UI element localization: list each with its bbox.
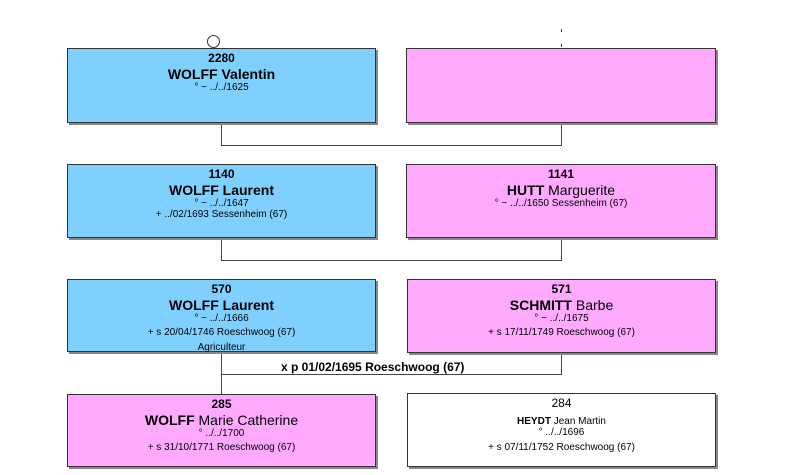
person-box-571[interactable]: 571 SCHMITT Barbe ° ~ ../../1675 + s 17/…: [407, 279, 716, 353]
sosa-number: 284: [551, 396, 572, 410]
connector-line: [561, 353, 562, 374]
death-line: + s 07/11/1752 Roeschwoog (67): [488, 441, 635, 453]
marriage-label: x p 01/02/1695 Roeschwoog (67): [281, 360, 465, 374]
sosa-number: 2280: [208, 51, 235, 65]
birth-line: ° ~ ../../1666: [194, 312, 249, 324]
connector-line: [221, 122, 222, 145]
birth-line: ° ~ ../../1647: [194, 197, 249, 209]
birth-line: ° ~ ../../1625: [194, 81, 249, 93]
person-name: WOLFF Laurent: [169, 181, 274, 198]
person-name: SCHMITT Barbe: [509, 296, 614, 313]
tick-mark: [561, 44, 562, 47]
connector-line: [221, 145, 562, 146]
person-box-570[interactable]: 570 WOLFF Laurent ° ~ ../../1666 + s 20/…: [67, 279, 376, 353]
death-line: + s 17/11/1749 Roeschwoog (67): [488, 327, 635, 339]
person-box-1140[interactable]: 1140 WOLFF Laurent ° ~ ../../1647 + ../0…: [67, 164, 376, 238]
person-box-1141[interactable]: 1141 HUTT Marguerite ° ~ ../../1650 Sess…: [406, 164, 716, 238]
sosa-number: 1141: [547, 167, 575, 181]
person-box-285[interactable]: 285 WOLFF Marie Catherine ° ../../1700 +…: [67, 394, 376, 467]
person-name: HUTT Marguerite: [506, 181, 616, 198]
person-name: WOLFF Laurent: [169, 296, 274, 313]
birth-line: ° ~ ../../1650 Sessenheim (67): [494, 197, 628, 209]
connector-line: [561, 237, 562, 260]
death-line: + s 20/04/1746 Roeschwoog (67): [147, 327, 296, 339]
birth-line: ° ../../1700: [198, 427, 245, 439]
person-name: HEYDT Jean Martin: [517, 415, 606, 427]
connector-line: [221, 351, 222, 395]
person-name: WOLFF Marie Catherine: [144, 411, 299, 428]
person-name: WOLFF Valentin: [167, 65, 276, 82]
tick-mark: [561, 29, 562, 32]
sosa-number: 1140: [208, 167, 235, 181]
death-line: + s 31/10/1771 Roeschwoog (67): [147, 442, 296, 454]
person-box-2280[interactable]: 2280 WOLFF Valentin ° ~ ../../1625: [67, 48, 376, 123]
person-box-empty[interactable]: [406, 48, 716, 123]
sosa-number: 571: [551, 282, 572, 296]
connector-line: [221, 374, 562, 375]
sosa-number: 285: [211, 397, 232, 411]
death-line: + ../02/1693 Sessenheim (67): [155, 209, 288, 221]
occupation: Agriculteur: [197, 341, 246, 353]
birth-line: ° ../../1696: [538, 427, 585, 439]
connector-line: [221, 237, 222, 260]
sosa-number: 570: [211, 282, 232, 296]
connector-line: [561, 122, 562, 145]
connector-line: [221, 260, 562, 261]
birth-line: ° ~ ../../1675: [534, 312, 589, 324]
person-box-284[interactable]: 284 HEYDT Jean Martin ° ../../1696 + s 0…: [407, 393, 716, 467]
expand-ancestors-icon[interactable]: [207, 35, 220, 48]
